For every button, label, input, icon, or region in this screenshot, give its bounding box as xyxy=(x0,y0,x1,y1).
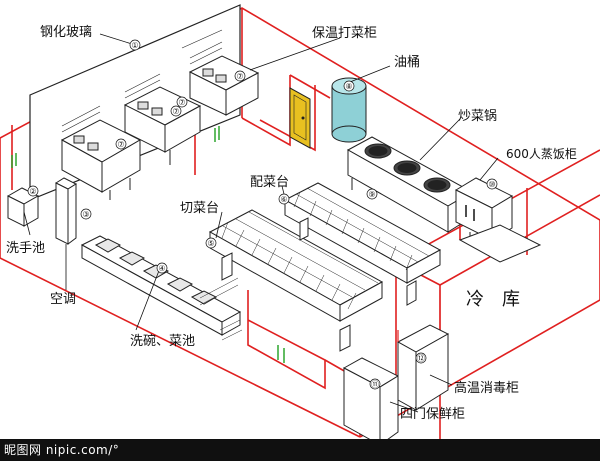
svg-text:⑤: ⑤ xyxy=(207,239,214,248)
svg-text:⑩: ⑩ xyxy=(488,180,495,189)
marker-9: ⑨ xyxy=(366,188,378,200)
serving-table xyxy=(283,182,442,306)
watermark-bar: 昵图网 nipic.com/° xyxy=(0,439,600,461)
label-cold-storage: 冷 库 xyxy=(466,289,520,310)
rice-steamer xyxy=(454,177,542,263)
svg-text:⑥: ⑥ xyxy=(280,195,287,204)
svg-text:⑫: ⑫ xyxy=(417,354,425,363)
sterilizer-cabinet xyxy=(396,324,450,411)
label-steamer: 600人蒸饭柜 xyxy=(506,147,577,161)
marker-7b: ⑦ xyxy=(170,105,182,117)
svg-text:③: ③ xyxy=(82,210,89,219)
marker-4: ④ xyxy=(156,262,168,274)
label-serving-table: 配菜台 xyxy=(250,175,289,190)
labels: 钢化玻璃 保温打菜柜 油桶 炒菜锅 600人蒸饭柜 配菜台 切菜台 洗手池 空调… xyxy=(6,25,577,422)
marker-7a: ⑦ xyxy=(115,138,127,150)
svg-text:⑦: ⑦ xyxy=(236,72,243,81)
label-oil-drum: 油桶 xyxy=(394,55,420,70)
air-conditioner-unit xyxy=(54,177,78,245)
marker-7d: ⑦ xyxy=(176,96,188,108)
svg-text:⑦: ⑦ xyxy=(172,107,179,116)
marker-6: ⑥ xyxy=(278,193,290,205)
marker-12: ⑫ xyxy=(415,352,427,364)
leader-lines xyxy=(23,33,499,413)
watermark-text: 昵图网 nipic.com/° xyxy=(4,443,120,457)
label-wok: 炒菜锅 xyxy=(458,108,497,124)
label-wash-sinks: 洗碗、菜池 xyxy=(130,333,195,349)
label-cutting-table: 切菜台 xyxy=(180,201,219,216)
marker-2: ② xyxy=(27,185,39,197)
hand-sink xyxy=(6,187,40,227)
warm-serving-counters xyxy=(60,29,260,200)
door-markers xyxy=(11,126,285,363)
marker-1: ① xyxy=(129,39,141,51)
four-door-fridge xyxy=(342,357,400,446)
svg-text:④: ④ xyxy=(158,264,165,273)
marker-3: ③ xyxy=(80,208,92,220)
label-sterilizer: 高温消毒柜 xyxy=(454,380,519,396)
svg-text:⑦: ⑦ xyxy=(117,140,124,149)
label-warm-cabinet: 保温打菜柜 xyxy=(312,26,377,41)
marker-11: ⑪ xyxy=(369,378,381,390)
label-air-conditioner: 空调 xyxy=(50,292,76,307)
svg-text:⑪: ⑪ xyxy=(371,380,379,389)
label-glass: 钢化玻璃 xyxy=(40,25,92,40)
cutting-table xyxy=(208,209,384,352)
svg-text:②: ② xyxy=(29,187,36,196)
svg-text:⑧: ⑧ xyxy=(345,82,352,91)
svg-text:⑦: ⑦ xyxy=(178,98,185,107)
label-fridge: 四门保鲜柜 xyxy=(400,407,465,422)
svg-text:①: ① xyxy=(131,41,138,50)
svg-text:⑨: ⑨ xyxy=(368,190,375,199)
label-hand-sink: 洗手池 xyxy=(6,241,45,256)
marker-5: ⑤ xyxy=(205,237,217,249)
store-door xyxy=(289,87,311,149)
number-markers: ① ② ③ ④ ⑤ ⑥ ⑦ ⑦ ⑦ ⑦ ⑧ ⑨ ⑩ ⑪ ⑫ xyxy=(27,39,498,390)
marker-10: ⑩ xyxy=(486,178,498,190)
marker-7c: ⑦ xyxy=(234,70,246,82)
marker-8: ⑧ xyxy=(343,80,355,92)
